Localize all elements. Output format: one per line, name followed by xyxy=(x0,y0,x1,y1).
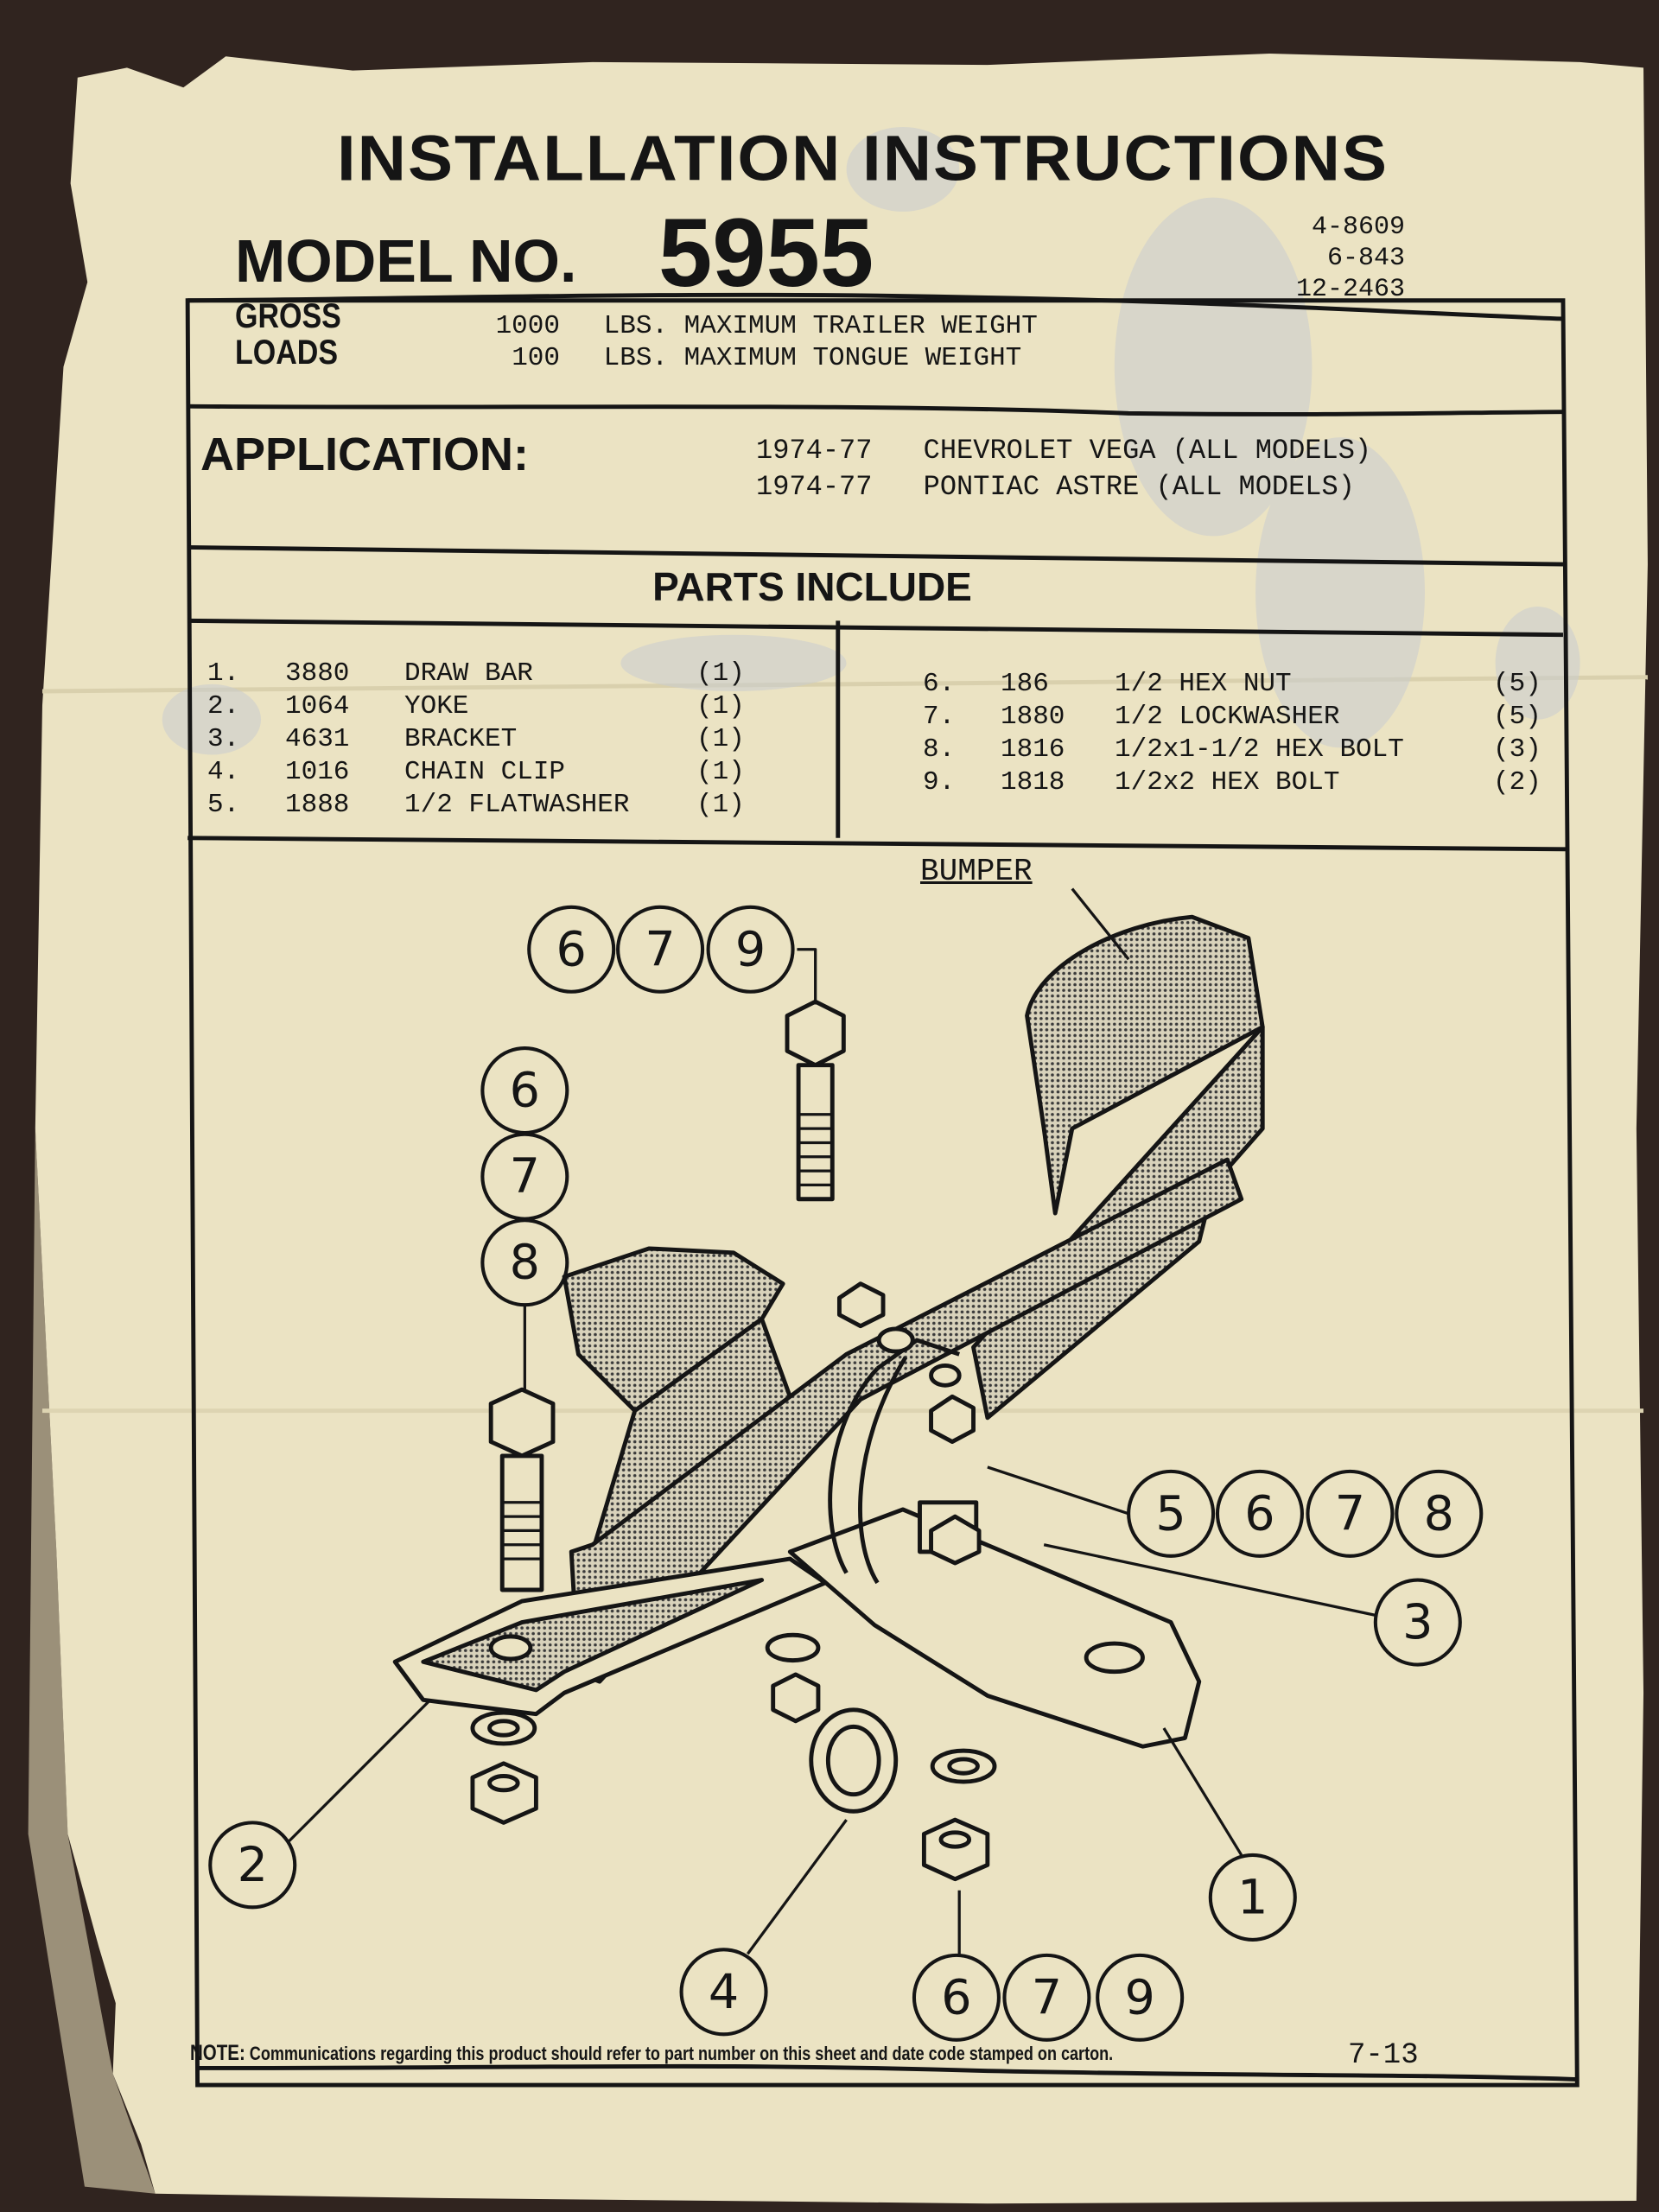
bracket-tower xyxy=(562,1246,785,1414)
load-row: 1000 LBS. MAXIMUM TRAILER WEIGHT xyxy=(474,311,1038,341)
callout-right-1: 5 xyxy=(1155,1485,1185,1541)
part-desc: DRAW BAR xyxy=(404,658,533,689)
part-num: 9. xyxy=(923,767,956,798)
loads-label: LOADS xyxy=(235,334,338,372)
callout-bracket: 3 xyxy=(1402,1594,1433,1650)
part-num: 6. xyxy=(923,669,956,699)
part-part: 1888 xyxy=(285,790,350,820)
form-frame xyxy=(185,292,1580,2088)
part-num: 5. xyxy=(207,790,240,820)
code: 12-2463 xyxy=(1296,275,1406,304)
application-years: 1974-77 xyxy=(756,435,873,467)
callout-yoke: 2 xyxy=(238,1837,268,1893)
leader-lines xyxy=(288,887,1376,1955)
load-value: 1000 xyxy=(495,311,560,341)
callout-bottom-3: 9 xyxy=(1125,1969,1155,2025)
part-desc: YOKE xyxy=(404,691,469,721)
code: 4-8609 xyxy=(1312,213,1406,242)
part-desc: CHAIN CLIP xyxy=(404,757,566,787)
part-desc: 1/2 FLATWASHER xyxy=(404,790,630,820)
hitch-diagram: 6 7 9 6 7 8 5 6 7 8 3 2 1 4 6 7 9 xyxy=(208,887,1484,2042)
application-row: 1974-77 PONTIAC ASTRE (ALL MODELS) xyxy=(756,471,1355,503)
callout-drawbar: 1 xyxy=(1237,1869,1268,1925)
part-num: 8. xyxy=(923,734,956,765)
load-value: 100 xyxy=(512,343,560,373)
part-part: 4631 xyxy=(285,724,350,754)
page-title: INSTALLATION INSTRUCTIONS xyxy=(337,122,1389,194)
part-qty: (3) xyxy=(1493,734,1541,765)
part-part: 1816 xyxy=(1001,734,1065,765)
callout-bottom-2: 7 xyxy=(1032,1969,1062,2025)
part-part: 1064 xyxy=(285,691,350,721)
yoke-plate-top xyxy=(421,1578,765,1693)
code: 6-843 xyxy=(1327,244,1406,273)
part-qty: (5) xyxy=(1493,702,1541,732)
callout-top-1: 6 xyxy=(556,921,587,977)
part-num: 7. xyxy=(923,702,956,732)
part-part: 186 xyxy=(1001,669,1049,699)
callout-right-4: 8 xyxy=(1424,1485,1454,1541)
callout-top-2: 7 xyxy=(645,921,675,977)
part-qty: (1) xyxy=(696,658,745,689)
left-bolt xyxy=(488,1387,556,1592)
note-text: Communications regarding this product sh… xyxy=(249,2043,1114,2064)
note-label: NOTE: xyxy=(190,2041,245,2065)
load-text: LBS. MAXIMUM TONGUE WEIGHT xyxy=(603,343,1022,373)
model-label: MODEL NO. xyxy=(235,227,577,295)
model-number: 5955 xyxy=(658,199,874,307)
load-row: 100 LBS. MAXIMUM TONGUE WEIGHT xyxy=(474,343,1021,373)
part-part: 3880 xyxy=(285,658,350,689)
draw-bar xyxy=(787,1507,1202,1749)
part-qty: (1) xyxy=(696,724,745,754)
part-qty: (1) xyxy=(696,790,745,820)
part-part: 1016 xyxy=(285,757,350,787)
callout-left-2: 7 xyxy=(510,1148,540,1205)
bottom-hardware xyxy=(470,1632,997,1882)
gross-label: GROSS xyxy=(235,297,341,335)
date-codes: 4-8609 6-843 12-2463 xyxy=(1296,212,1405,305)
wear-marks xyxy=(162,126,1580,755)
part-desc: 1/2 HEX NUT xyxy=(1115,669,1292,699)
top-bolt xyxy=(785,999,846,1202)
footer-note: NOTE: Communications regarding this prod… xyxy=(190,2041,1113,2066)
yoke-loop xyxy=(828,1338,960,1585)
load-text: LBS. MAXIMUM TRAILER WEIGHT xyxy=(603,311,1038,341)
part-num: 2. xyxy=(207,691,240,721)
part-desc: BRACKET xyxy=(404,724,518,754)
chain-clip xyxy=(809,1707,899,1814)
part-qty: (2) xyxy=(1493,767,1541,798)
date-code: 7-13 xyxy=(1348,2039,1419,2072)
part-desc: 1/2x1-1/2 HEX BOLT xyxy=(1115,734,1404,765)
callout-right-2: 6 xyxy=(1244,1485,1274,1541)
part-part: 1880 xyxy=(1001,702,1065,732)
bumper-label: BUMPER xyxy=(920,854,1033,889)
part-num: 1. xyxy=(207,658,240,689)
callout-bottom-1: 6 xyxy=(941,1969,971,2025)
mid-nut xyxy=(836,1281,982,1566)
application-row: 1974-77 CHEVROLET VEGA (ALL MODELS) xyxy=(756,435,1371,467)
callout-right-3: 7 xyxy=(1335,1485,1365,1541)
callout-left-1: 6 xyxy=(510,1063,540,1119)
part-qty: (1) xyxy=(696,691,745,721)
callout-top-3: 9 xyxy=(735,921,766,977)
part-num: 4. xyxy=(207,757,240,787)
parts-title: PARTS INCLUDE xyxy=(652,564,972,609)
application-vehicle: PONTIAC ASTRE (ALL MODELS) xyxy=(923,471,1355,503)
part-qty: (5) xyxy=(1493,669,1541,699)
application-years: 1974-77 xyxy=(756,471,873,503)
callout-chain-clip: 4 xyxy=(709,1964,739,2020)
part-num: 3. xyxy=(207,724,240,754)
paper-sheet xyxy=(35,54,1648,2204)
part-part: 1818 xyxy=(1001,767,1065,798)
callout-circles xyxy=(208,905,1484,2042)
gross-loads-label: GROSS LOADS xyxy=(235,298,341,371)
application-label: APPLICATION: xyxy=(200,429,529,480)
part-desc: 1/2x2 HEX BOLT xyxy=(1115,767,1340,798)
part-desc: 1/2 LOCKWASHER xyxy=(1115,702,1340,732)
callout-left-3: 8 xyxy=(510,1235,540,1291)
application-vehicle: CHEVROLET VEGA (ALL MODELS) xyxy=(923,435,1372,467)
part-qty: (1) xyxy=(696,757,745,787)
